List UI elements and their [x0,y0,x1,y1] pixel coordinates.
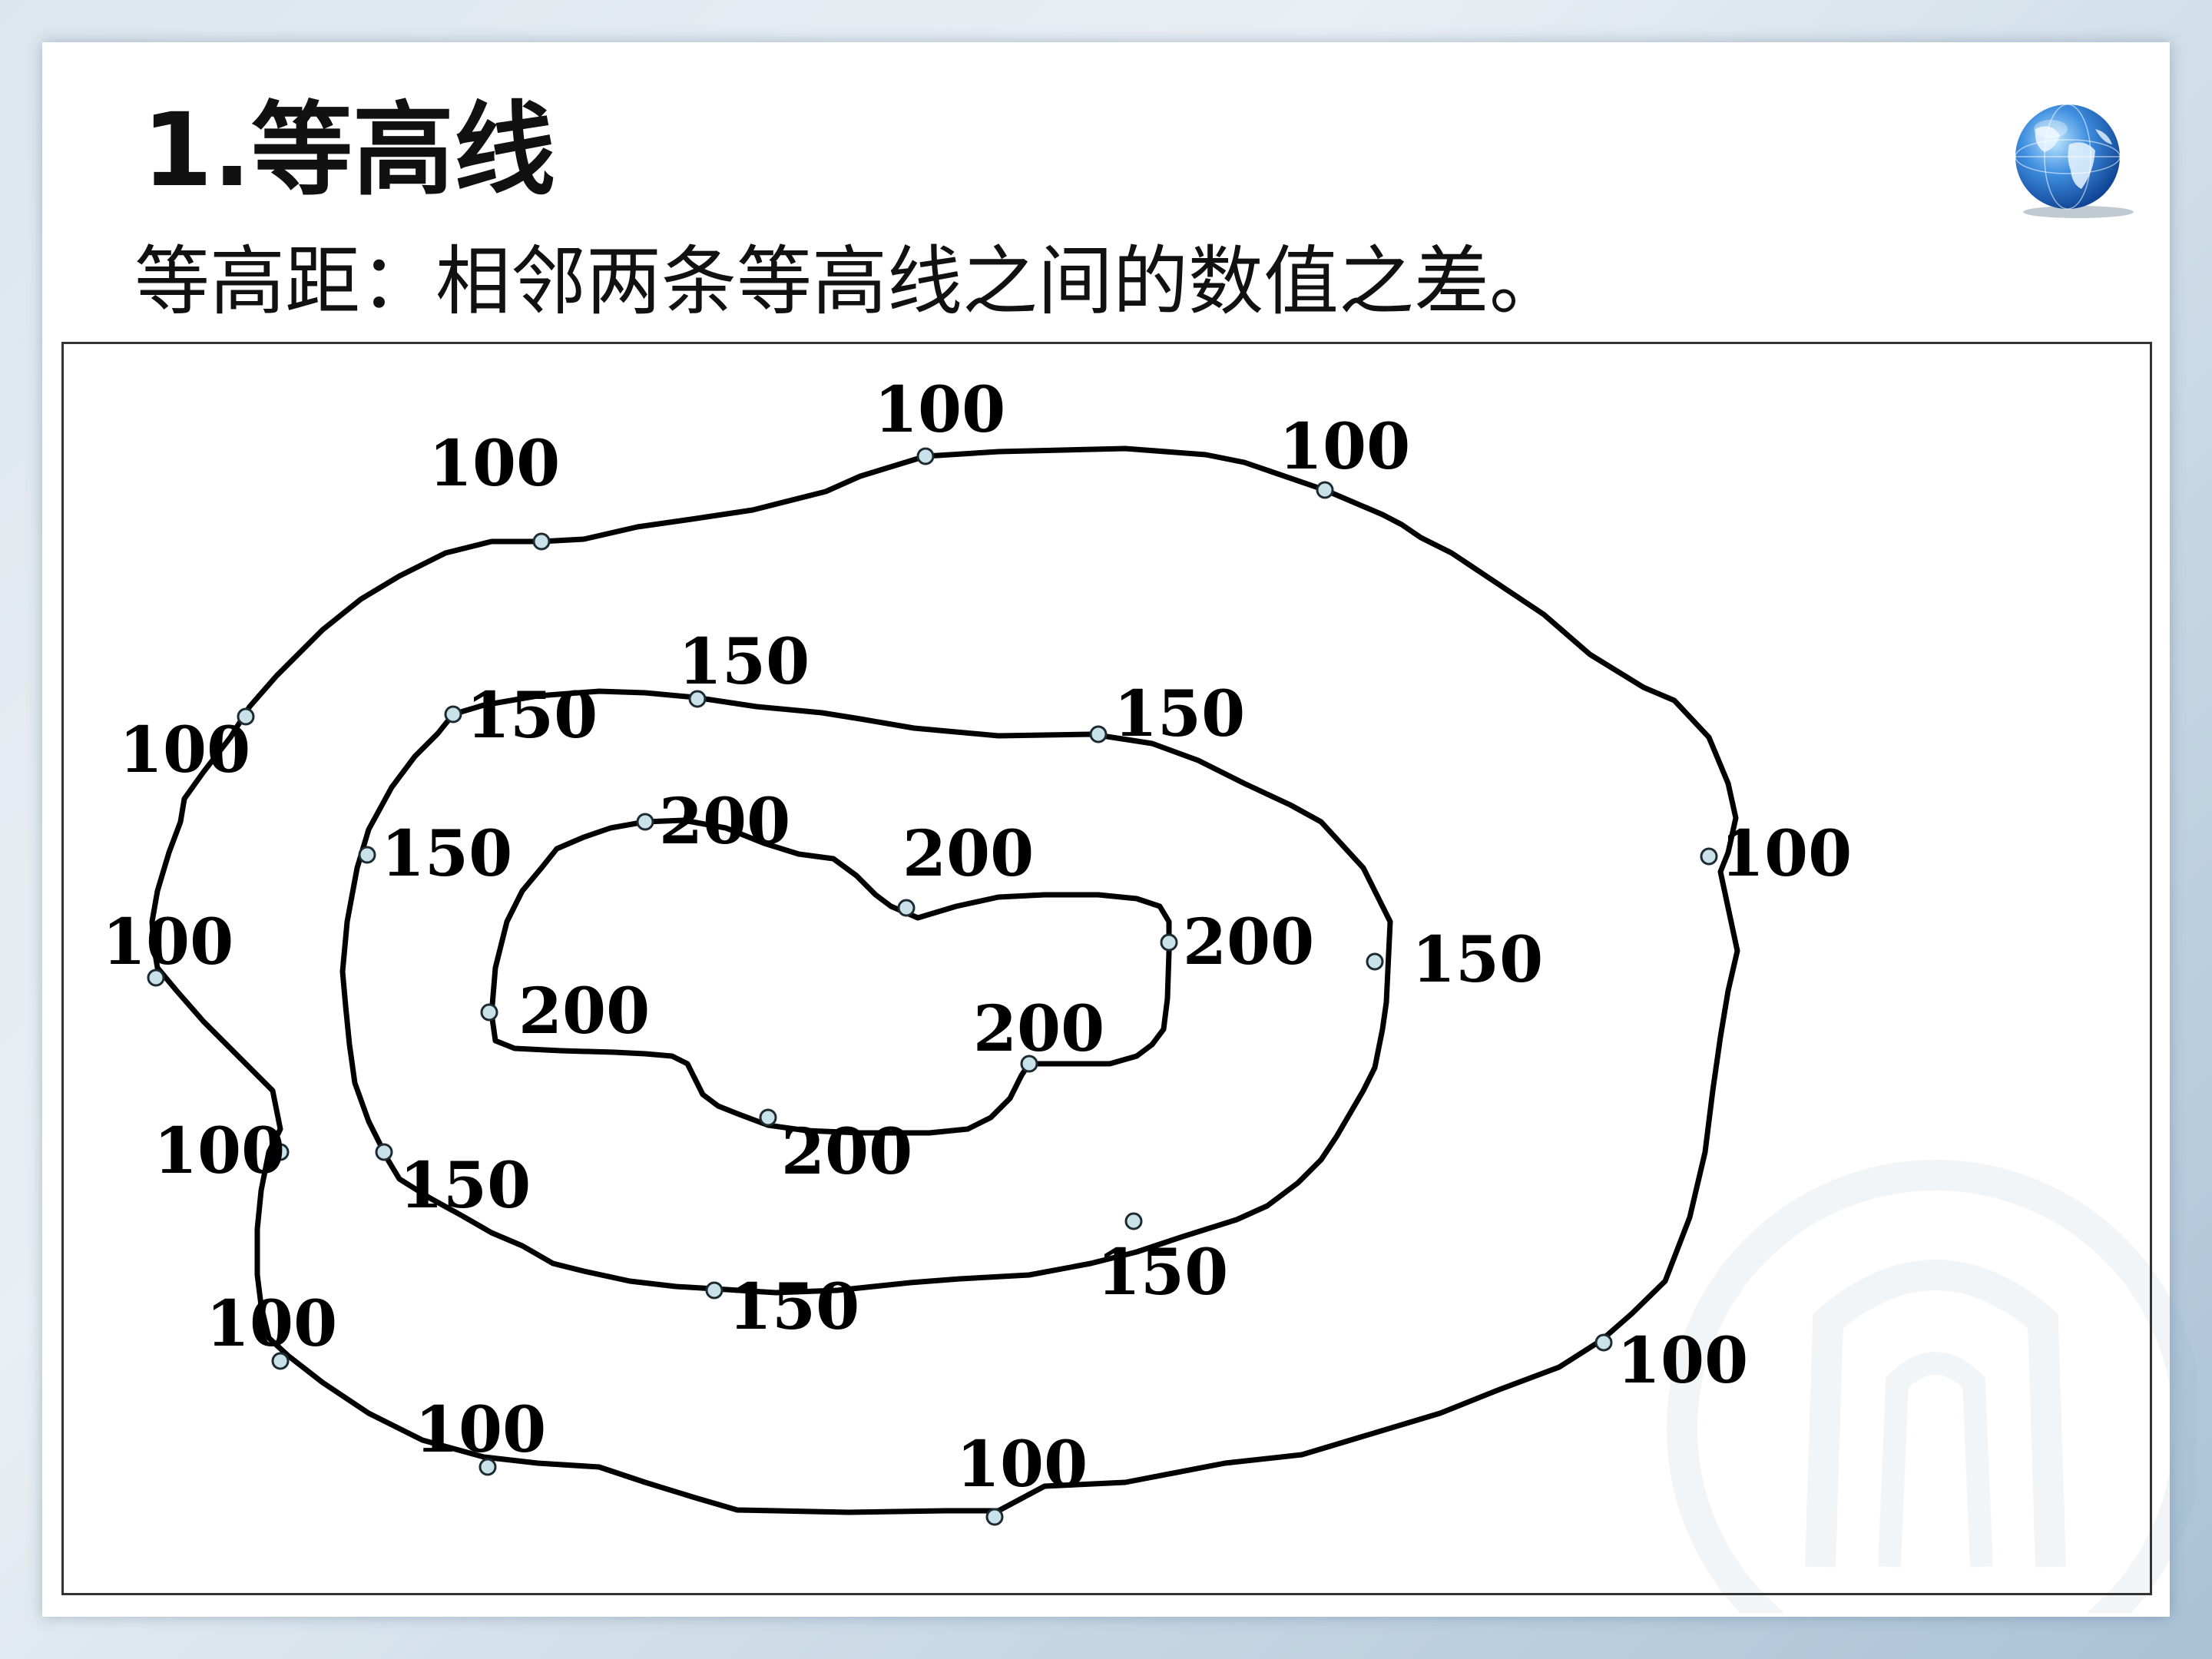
elevation-marker [897,899,916,917]
elevation-label: 200 [518,975,650,1048]
elevation-marker [1124,1212,1143,1230]
elevation-label: 100 [102,906,233,979]
elevation-marker [705,1281,724,1300]
elevation-label: 150 [728,1270,859,1344]
elevation-label: 150 [1097,1236,1228,1310]
school-emblem-watermark [1667,1160,2197,1613]
elevation-marker [688,690,707,708]
elevation-marker [759,1108,777,1127]
slide-title: 1.等高线 [142,91,555,210]
elevation-label: 150 [1114,677,1245,751]
elevation-marker [1089,725,1108,743]
elevation-marker [1316,481,1334,499]
elevation-label: 200 [1183,906,1314,979]
elevation-label: 150 [381,817,512,891]
elevation-marker [271,1143,290,1161]
elevation-marker [237,707,255,726]
elevation-label: 150 [399,1149,531,1223]
elevation-marker [636,813,654,831]
elevation-marker [532,532,551,551]
elevation-label: 100 [119,714,250,787]
elevation-label: 100 [415,1393,546,1467]
elevation-label: 100 [154,1114,285,1188]
elevation-label: 200 [973,992,1104,1066]
elevation-marker [478,1458,497,1476]
elevation-marker [358,846,376,864]
elevation-marker [1160,933,1178,952]
slide-panel [42,42,2170,1617]
elevation-label: 200 [902,817,1034,891]
elevation-marker [147,969,165,987]
elevation-label: 100 [1720,817,1852,891]
elevation-label: 100 [1279,410,1410,484]
contour-line-150 [339,688,1393,1296]
elevation-label: 100 [429,427,560,501]
elevation-label: 150 [466,679,598,753]
elevation-label: 200 [781,1115,912,1189]
elevation-label: 100 [874,373,1005,447]
elevation-label: 150 [678,625,810,699]
elevation-marker [1366,952,1384,971]
elevation-marker [444,705,462,724]
elevation-marker [375,1143,393,1161]
elevation-label: 200 [659,785,790,859]
elevation-marker [1594,1333,1613,1352]
globe-icon [2015,104,2134,218]
contour-line-100 [149,445,1740,1515]
contour-line-200 [488,817,1172,1136]
elevation-marker [271,1352,290,1370]
elevation-marker [985,1508,1004,1526]
contour-map-frame [61,342,2152,1595]
elevation-marker [480,1003,498,1022]
elevation-label: 150 [1412,923,1543,997]
elevation-marker [1700,847,1718,866]
elevation-label: 100 [956,1428,1088,1502]
slide-subtitle: 等高距：相邻两条等高线之间的数值之差。 [134,238,1565,326]
elevation-label: 100 [1617,1324,1748,1398]
elevation-marker [1020,1055,1038,1073]
elevation-marker [916,447,935,465]
elevation-label: 100 [206,1287,337,1361]
